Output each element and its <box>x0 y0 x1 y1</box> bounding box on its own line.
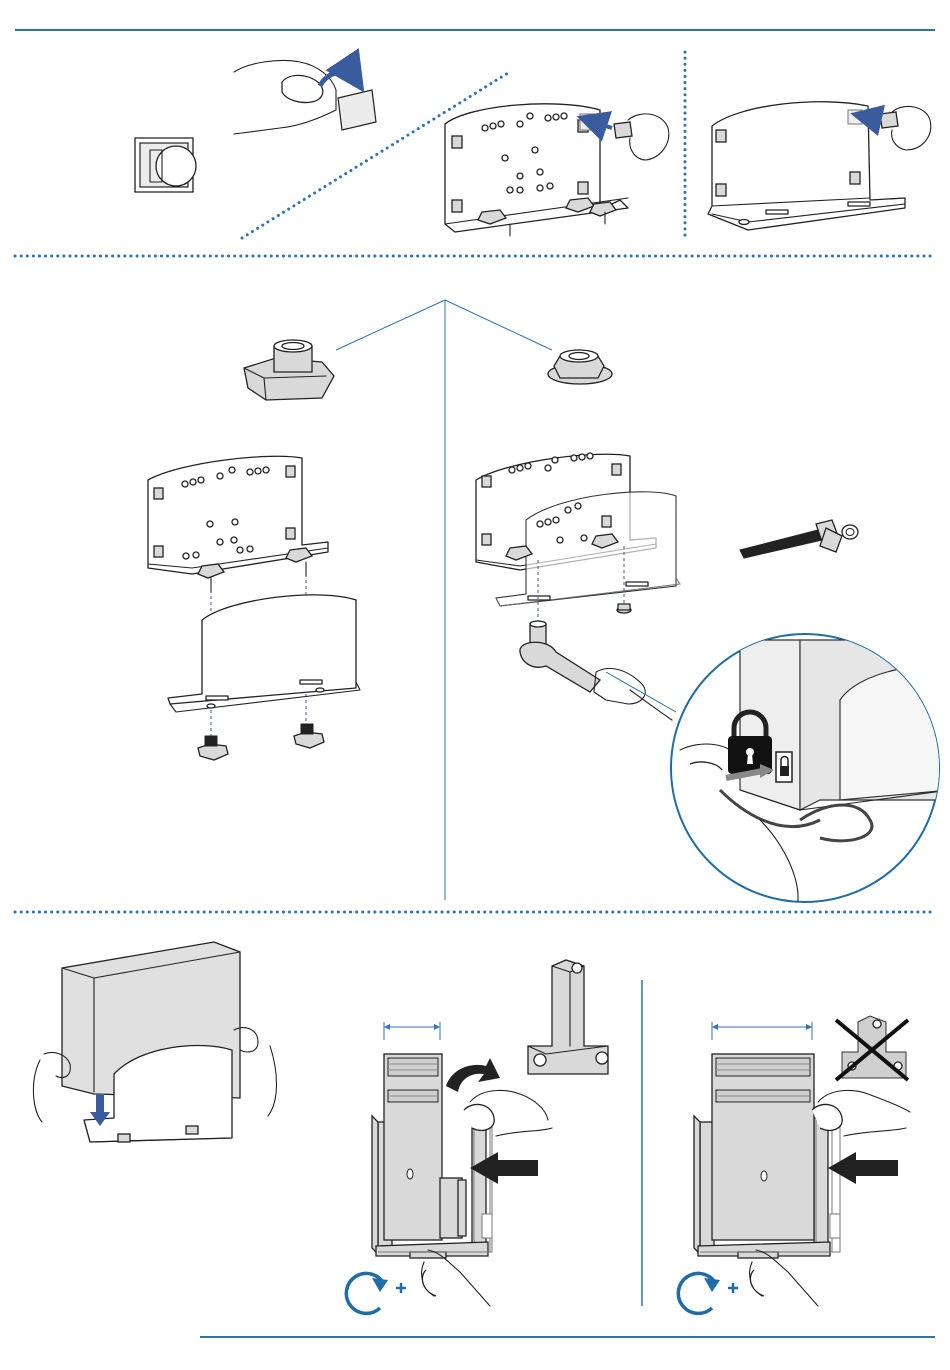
cross-out-icon <box>836 1016 908 1080</box>
wrench-icon <box>520 621 672 720</box>
rotate-clockwise-plus-icon <box>678 1273 738 1313</box>
flange-nut-icon <box>548 350 612 384</box>
width-dimension-wide <box>712 1022 812 1040</box>
step-insert-pc-into-holder <box>33 942 276 1142</box>
step-attach-pads-to-shelf <box>708 102 931 230</box>
spacer-block-icon <box>528 960 608 1074</box>
width-dimension <box>384 1022 440 1040</box>
step-attach-pads-to-bracket <box>445 104 669 236</box>
step-remove-foot-pads <box>135 60 376 192</box>
peel-hand-icon <box>234 60 376 134</box>
step-mount-with-threaded-feet <box>148 456 360 760</box>
rotate-clockwise-plus-icon <box>346 1273 406 1313</box>
step-secure-with-cable-lock <box>606 634 950 920</box>
washer-icon <box>842 525 858 539</box>
threaded-foot-nut-icon <box>244 340 334 400</box>
step-adjust-width-without-spacer <box>678 1016 910 1313</box>
step-adjust-width-with-spacer <box>346 960 608 1313</box>
bolt-icon <box>740 520 842 558</box>
adhesive-pad-icon <box>135 138 196 192</box>
